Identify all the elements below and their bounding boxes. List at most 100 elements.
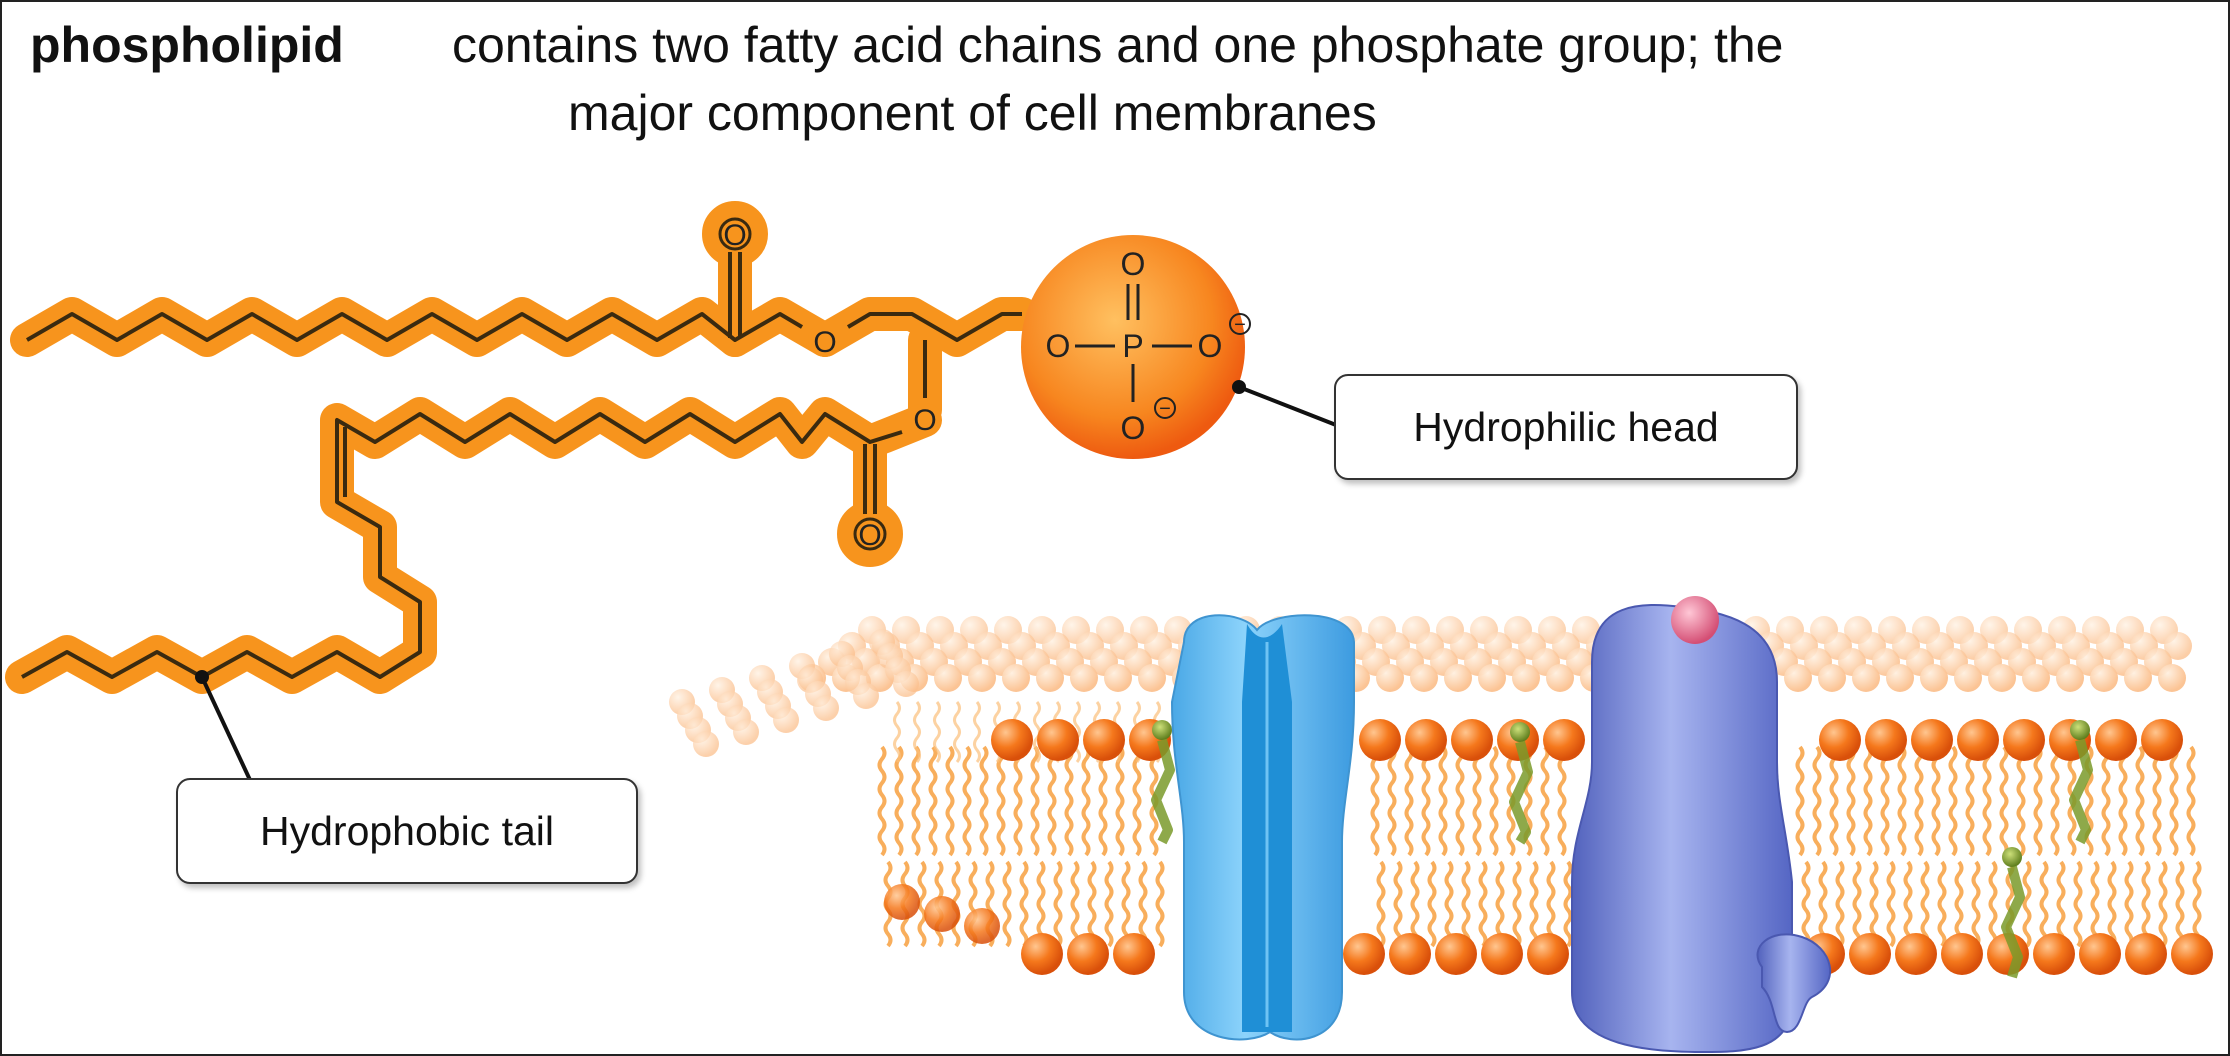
membrane-lipid-tail xyxy=(1988,860,1998,948)
membrane-lipid-tail xyxy=(1427,860,1437,948)
cholesterol-head xyxy=(2070,720,2090,740)
membrane-lipid-tail xyxy=(1036,860,1046,948)
membrane-lipid-tail xyxy=(1138,860,1148,948)
membrane-lipid-tail xyxy=(1410,860,1420,948)
membrane-lipid-tail xyxy=(2022,860,2032,948)
membrane-lipid-tail xyxy=(913,701,921,763)
membrane-back-head xyxy=(1920,664,1948,692)
membrane-lipid-tail xyxy=(1914,745,1924,857)
membrane-lipid-head xyxy=(1865,719,1907,761)
cholesterol-head xyxy=(1510,722,1530,742)
glycan-tip xyxy=(1671,596,1719,644)
membrane-lipid-tail xyxy=(1019,860,1029,948)
membrane-lipid-head xyxy=(1543,719,1585,761)
head-leader-line xyxy=(1238,385,1337,427)
membrane-lipid-tail xyxy=(1931,745,1941,857)
membrane-back-head xyxy=(773,707,799,733)
term-title: phospholipid xyxy=(30,17,344,73)
membrane-back-head xyxy=(1036,664,1064,692)
membrane-lipid-tail xyxy=(1489,745,1499,857)
membrane-back-head xyxy=(968,664,996,692)
tail-leader-line xyxy=(200,676,252,781)
membrane-back-head xyxy=(733,719,759,745)
definition-line-2: major component of cell membranes xyxy=(568,85,1377,141)
membrane-lipid-tail xyxy=(1846,745,1856,857)
membrane-back-head xyxy=(1138,664,1166,692)
membrane-lipid-tail xyxy=(1795,745,1805,857)
membrane-back-head xyxy=(893,671,919,697)
membrane-lipid-tail xyxy=(1965,745,1975,857)
membrane-lipid-head xyxy=(1389,933,1431,975)
membrane-lipid-tail xyxy=(1030,745,1040,857)
membrane-back-head xyxy=(1988,664,2016,692)
cell-membrane-bilayer xyxy=(669,616,2213,979)
membrane-lipid-head xyxy=(1021,933,1063,975)
membrane-lipid-head xyxy=(1451,719,1493,761)
membrane-lipid-head xyxy=(1113,933,1155,975)
membrane-lipid-tail xyxy=(945,745,955,857)
membrane-lipid-tail xyxy=(894,745,904,857)
membrane-lipid-tail xyxy=(2073,860,2083,948)
phosphate-oxygen-right: O xyxy=(1198,328,1223,364)
membrane-back-head xyxy=(1104,664,1132,692)
membrane-lipid-tail xyxy=(1886,860,1896,948)
membrane-lipid-head xyxy=(884,884,920,920)
membrane-lipid-tail xyxy=(962,745,972,857)
membrane-lipid-tail xyxy=(877,745,887,857)
membrane-lipid-tail xyxy=(1812,745,1822,857)
membrane-back-head xyxy=(1376,664,1404,692)
membrane-lipid-tail xyxy=(2118,745,2128,857)
membrane-lipid-tail xyxy=(1155,860,1165,948)
membrane-lipid-tail xyxy=(953,701,961,763)
membrane-lipid-head xyxy=(964,908,1000,944)
membrane-lipid-tail xyxy=(1013,745,1023,857)
membrane-back-head xyxy=(934,664,962,692)
membrane-lipid-tail xyxy=(1937,860,1947,948)
membrane-lipid-tail xyxy=(979,745,989,857)
membrane-lipid-tail xyxy=(1421,745,1431,857)
membrane-lipid-tail xyxy=(1087,860,1097,948)
membrane-lipid-head xyxy=(1527,933,1569,975)
membrane-lipid-head xyxy=(1819,719,1861,761)
membrane-lipid-tail xyxy=(893,701,901,763)
membrane-back-head xyxy=(2056,664,2084,692)
membrane-lipid-tail xyxy=(2152,745,2162,857)
membrane-lipid-head xyxy=(991,719,1033,761)
membrane-lipid-tail xyxy=(1047,745,1057,857)
membrane-lipid-tail xyxy=(928,745,938,857)
membrane-lipid-tail xyxy=(1863,745,1873,857)
membrane-lipid-head xyxy=(1481,933,1523,975)
phosphate-oxygen-left: O xyxy=(1046,328,1071,364)
membrane-lipid-head xyxy=(1067,933,1109,975)
membrane-lipid-tail xyxy=(1370,745,1380,857)
membrane-lipid-tail xyxy=(1132,745,1142,857)
membrane-lipid-tail xyxy=(1982,745,1992,857)
membrane-lipid-tail xyxy=(2056,860,2066,948)
cholesterol-ring xyxy=(2001,865,2025,979)
membrane-lipid-tail xyxy=(2158,860,2168,948)
membrane-lipid-head xyxy=(2003,719,2045,761)
membrane-lipid-tail xyxy=(2192,860,2202,948)
ester-oxygen-1-label: O xyxy=(813,326,836,359)
hydrophilic-head-label: Hydrophilic head xyxy=(1334,374,1798,480)
membrane-lipid-head xyxy=(1941,933,1983,975)
carbonyl-oxygen-1-label: O xyxy=(723,219,746,252)
membrane-lipid-tail xyxy=(2090,860,2100,948)
fatty-acid-chains-halo xyxy=(5,201,1039,694)
membrane-lipid-tail xyxy=(1002,860,1012,948)
membrane-lipid-tail xyxy=(1478,860,1488,948)
carbonyl-oxygen-2 xyxy=(853,517,887,551)
hydrophobic-tail-label: Hydrophobic tail xyxy=(176,778,638,884)
membrane-lipid-tail xyxy=(2039,860,2049,948)
membrane-lipid-head xyxy=(2141,719,2183,761)
membrane-lipid-tail xyxy=(1438,745,1448,857)
membrane-lipid-head xyxy=(1435,933,1477,975)
membrane-lipid-head xyxy=(1849,933,1891,975)
membrane-lipid-tail xyxy=(2169,745,2179,857)
membrane-lipid-head xyxy=(2079,933,2121,975)
membrane-lipid-tail xyxy=(2186,745,2196,857)
membrane-lipid-head xyxy=(2171,933,2213,975)
membrane-lipid-head xyxy=(924,896,960,932)
membrane-lipid-head xyxy=(2095,719,2137,761)
